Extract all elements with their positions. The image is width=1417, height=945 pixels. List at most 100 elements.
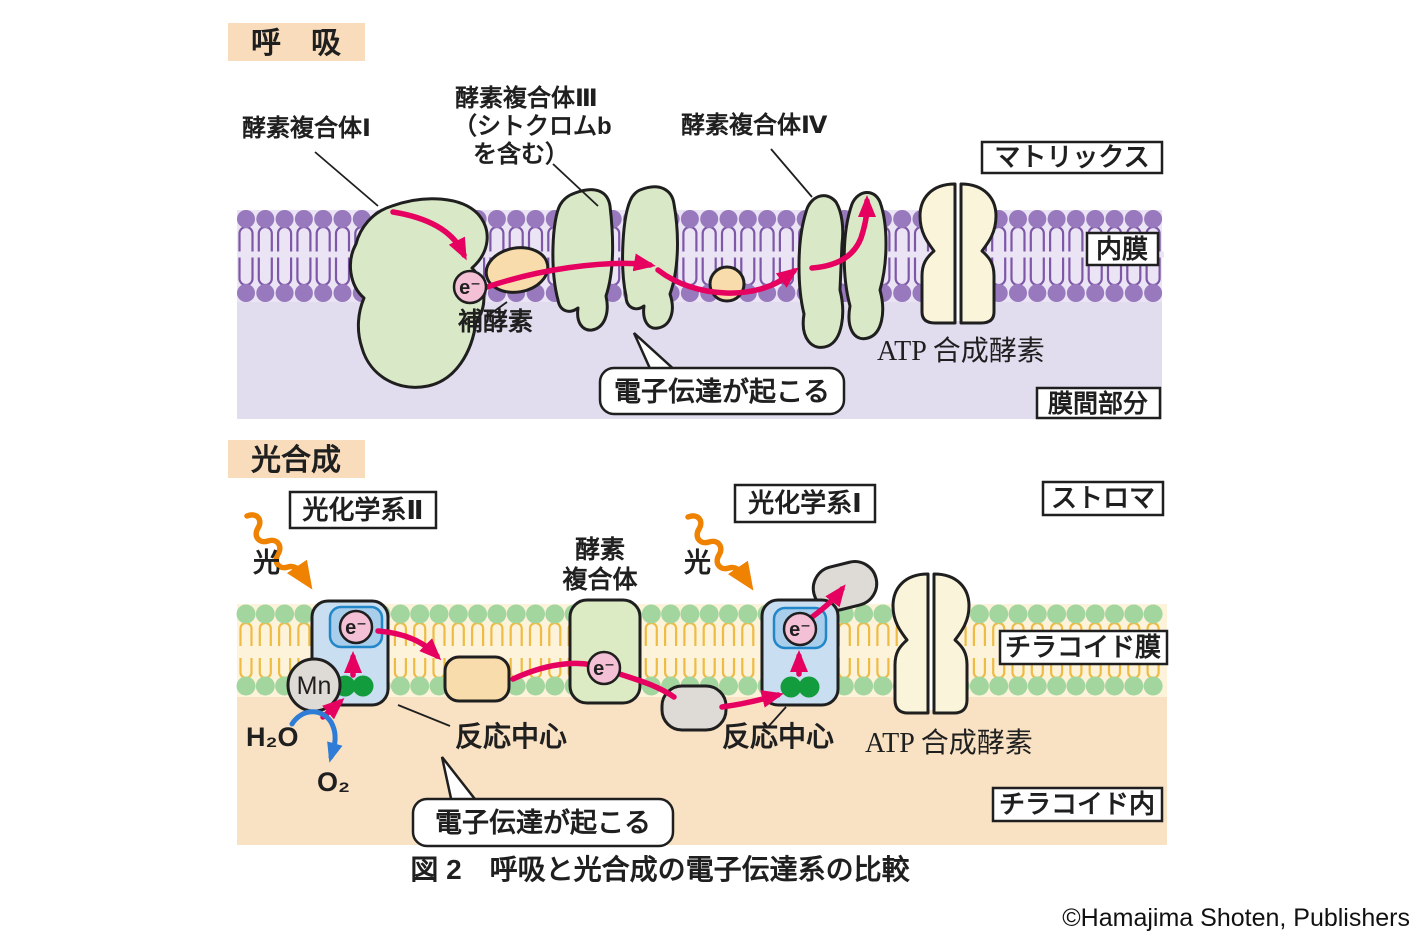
lipid-head	[1009, 210, 1027, 228]
lipid-head	[275, 210, 294, 228]
lipid-head	[255, 604, 275, 624]
lipid-head	[700, 210, 719, 228]
chlorophyll-pair-dot	[780, 676, 802, 698]
lipid-head	[1105, 676, 1124, 696]
chlorophyll-pair-dot	[352, 675, 374, 697]
lipid-head	[1066, 604, 1086, 624]
lipid-head	[275, 284, 294, 302]
lipid-head	[699, 604, 719, 624]
atp-synthase-channel	[953, 186, 963, 321]
lipid-head	[390, 604, 410, 624]
lipid-head	[237, 210, 255, 228]
lipid-head	[1124, 284, 1143, 302]
electron-flow-arrow	[484, 253, 656, 290]
lipid-head	[834, 676, 854, 696]
lipid-head	[1124, 604, 1144, 624]
lipid-head	[448, 604, 468, 624]
atp-synthase-left-half	[891, 572, 930, 715]
lipid-head	[1047, 604, 1067, 624]
lipid-head	[487, 604, 507, 624]
lipid-head	[1027, 676, 1047, 696]
photosynthesis-panel: 光合成 Mn	[228, 440, 1169, 848]
electron-transfer-bubble-label: 電子伝達が起こる	[614, 376, 830, 407]
lipid-head	[989, 604, 1009, 624]
lipid-head	[1009, 284, 1027, 302]
lipid-head	[641, 604, 661, 624]
o2-label: O₂	[317, 767, 350, 797]
lipid-head	[255, 676, 275, 696]
lipid-head	[680, 604, 700, 624]
lipid-head	[410, 676, 430, 696]
lipid-head	[236, 604, 256, 624]
electron-circle	[586, 650, 622, 686]
ps2-label: 光化学系Ⅱ	[301, 495, 423, 525]
electron-transfer-bubble	[411, 797, 675, 848]
lipid-head	[738, 210, 757, 228]
lipid-head	[275, 604, 295, 624]
ps2-box	[288, 490, 438, 530]
enzyme-complex-3-shape-right	[621, 185, 679, 330]
light-label: 光	[252, 548, 280, 578]
leader-line-reaction-center-2	[767, 706, 787, 728]
ps1-label: 光化学系Ⅰ	[747, 488, 862, 518]
lipid-head	[333, 210, 352, 228]
atp-synthase-label: ATP 合成酵素	[865, 727, 1033, 759]
light-wavy-arrow	[685, 513, 754, 591]
leader-line-coenzyme	[488, 301, 508, 316]
lipid-head	[661, 604, 681, 624]
membrane-midline-gap	[237, 251, 1164, 258]
lipid-head	[777, 210, 796, 228]
electron-label: e⁻	[789, 619, 811, 641]
electron-flow-arrow	[655, 267, 799, 296]
atp-synthase-channel	[926, 576, 936, 710]
lipid-head	[1047, 284, 1066, 302]
lipid-head	[1047, 676, 1067, 696]
lipid-head	[429, 604, 449, 624]
atp-synthase-left-half	[918, 182, 957, 325]
matrix-box	[980, 140, 1164, 175]
respiration-title: 呼 吸	[251, 27, 341, 60]
lipid-head	[680, 210, 699, 228]
complex3-label-line3: を含む）	[473, 140, 569, 168]
lipid-head	[390, 676, 410, 696]
lipid-head	[738, 676, 758, 696]
ps1-box	[733, 483, 877, 524]
lipid-head	[545, 604, 565, 624]
electron-flow-arrow	[390, 209, 467, 261]
electron-transfer-bubble-label: 電子伝達が起こる	[435, 807, 651, 838]
lipid-head	[1008, 676, 1028, 696]
lipid-head	[893, 284, 912, 302]
figure-caption: 図 2 呼吸と光合成の電子伝達系の比較	[410, 853, 910, 885]
lipid-head	[526, 604, 545, 624]
lipid-head	[1027, 604, 1047, 624]
lipid-head	[873, 676, 893, 696]
atp-synthase-right-half	[959, 182, 998, 325]
lipid-head	[1028, 284, 1047, 302]
lipid-head	[1124, 210, 1143, 228]
lipid-head	[237, 284, 255, 302]
lipid-head	[545, 676, 565, 696]
intermembrane-space-box	[1035, 386, 1162, 420]
intermembrane-space-label: 膜間部分	[1048, 389, 1148, 418]
enzyme-complex-4-shape-right	[842, 191, 888, 341]
photosynthesis-title: 光合成	[251, 443, 341, 477]
lipid-head	[1105, 284, 1124, 302]
lipid-head	[294, 284, 313, 302]
lipid-head	[314, 284, 333, 302]
lipid-head	[1066, 210, 1085, 228]
lipid-head	[1124, 676, 1144, 696]
lipid-head	[873, 604, 893, 624]
lipid-head	[1105, 210, 1124, 228]
lipid-head	[294, 604, 314, 624]
leader-line-complex3	[552, 163, 599, 207]
thylakoid-lumen-box	[991, 786, 1164, 823]
atp-synthase-label: ATP 合成酵素	[877, 335, 1045, 367]
lipid-head	[1144, 284, 1163, 302]
plastoquinone-carrier	[443, 655, 511, 703]
electron-flow-arrow	[719, 690, 784, 710]
enzyme-complex-label-line1: 酵素	[575, 536, 625, 564]
coenzyme-label: 補酵素	[457, 308, 533, 336]
h2o-label: H₂O	[246, 722, 299, 752]
electron-label: e⁻	[593, 658, 615, 680]
